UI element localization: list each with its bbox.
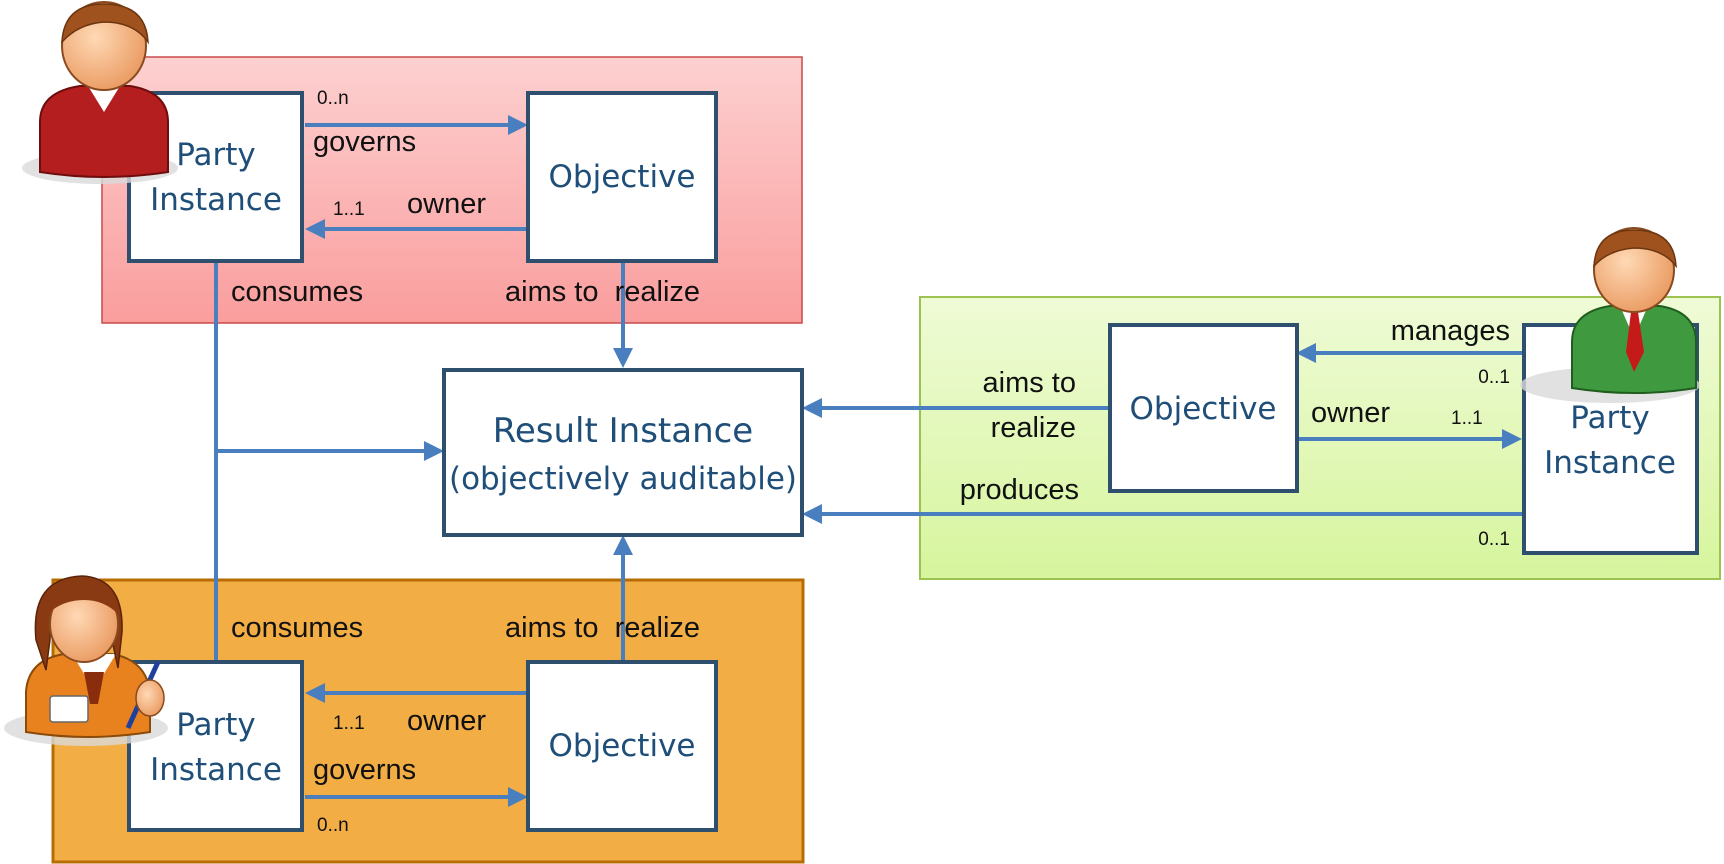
top-consumes-label: consumes: [231, 276, 363, 308]
result-title: Result Instance: [493, 411, 753, 451]
bottom-party-line1: Party: [176, 707, 256, 743]
right-aims-line2: realize: [991, 412, 1076, 444]
top-objective-label: Objective: [549, 159, 696, 195]
result-subtitle: (objectively auditable): [449, 461, 797, 497]
right-manages-label: manages: [1391, 315, 1510, 347]
bottom-governs-multiplicity: 0..n: [317, 815, 349, 836]
person-green-icon: [1520, 227, 1700, 403]
top-party-line1: Party: [176, 137, 256, 173]
right-produces-label: produces: [960, 474, 1079, 506]
bottom-owner-multiplicity: 1..1: [333, 713, 365, 734]
top-owner-label: owner: [407, 188, 486, 220]
top-objective-box: [526, 91, 718, 263]
right-owner-label: owner: [1311, 397, 1390, 429]
right-aims-line1: aims to: [983, 367, 1076, 399]
right-objective-label: Objective: [1130, 391, 1277, 427]
right-manages-multiplicity: 0..1: [1478, 367, 1510, 388]
top-governs-multiplicity: 0..n: [317, 88, 349, 109]
top-governs-label: governs: [313, 126, 416, 158]
right-objective-box: [1108, 323, 1299, 493]
right-party-line1: Party: [1570, 400, 1650, 436]
person-red-icon: [22, 1, 178, 184]
bottom-objective-label: Objective: [549, 728, 696, 764]
right-owner-multiplicity: 1..1: [1451, 408, 1483, 429]
top-owner-multiplicity: 1..1: [333, 199, 365, 220]
bottom-owner-label: owner: [407, 705, 486, 737]
bottom-consumes-label: consumes: [231, 612, 363, 644]
bottom-objective-box: [526, 660, 718, 832]
result-box: [442, 368, 804, 537]
top-party-line2: Instance: [150, 182, 282, 218]
right-party-line2: Instance: [1544, 445, 1676, 481]
right-produces-multiplicity: 0..1: [1478, 529, 1510, 550]
bottom-aims-label: aims to realize: [505, 612, 700, 644]
bottom-governs-label: governs: [313, 754, 416, 786]
top-aims-label: aims to realize: [505, 276, 700, 308]
person-orange-woman-icon: [4, 575, 168, 746]
bottom-party-line2: Instance: [150, 752, 282, 788]
